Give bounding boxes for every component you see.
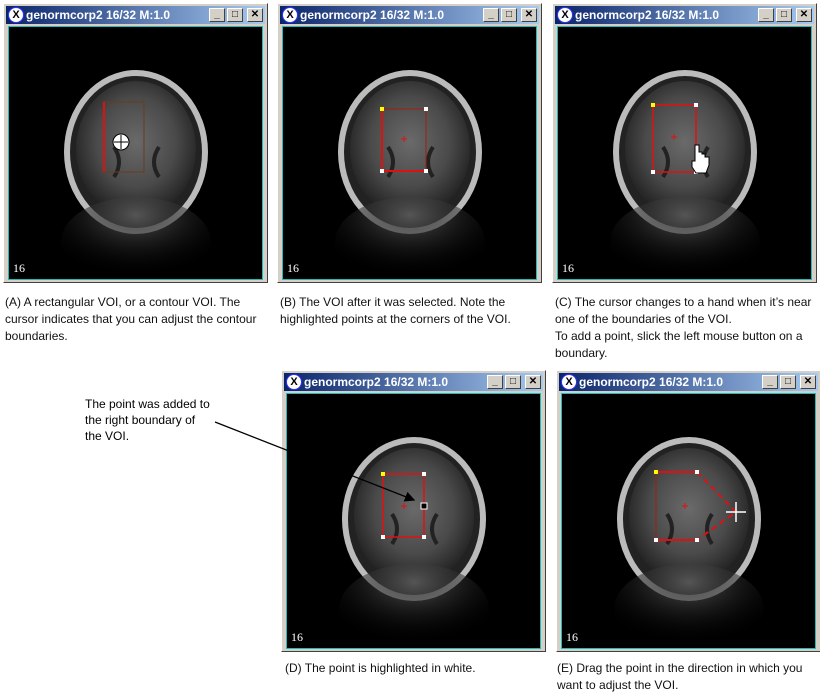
app-icon: X (286, 374, 302, 390)
app-icon: X (8, 7, 24, 23)
image-canvas[interactable]: 16 (286, 393, 541, 649)
hand-cursor-icon (691, 144, 710, 174)
minimize-button[interactable]: _ (483, 8, 499, 22)
image-canvas[interactable]: 16 (8, 26, 263, 280)
crosshair-cursor-icon (726, 502, 746, 522)
caption-a: (A) A rectangular VOI, or a contour VOI.… (5, 295, 257, 343)
caption-d: (D) The point is highlighted in white. (285, 661, 476, 675)
added-point (420, 502, 428, 510)
close-button[interactable]: ✕ (247, 8, 263, 22)
close-button[interactable]: ✕ (521, 8, 537, 22)
slice-number: 16 (287, 261, 299, 275)
maximize-button[interactable]: □ (505, 375, 521, 389)
annotation-text: The point was added to the right boundar… (85, 397, 210, 443)
minimize-button[interactable]: _ (487, 375, 503, 389)
maximize-button[interactable]: □ (780, 375, 796, 389)
window-title: genormcorp2 16/32 M:1.0 (575, 8, 720, 22)
window-title: genormcorp2 16/32 M:1.0 (300, 8, 445, 22)
app-icon: X (561, 374, 577, 390)
close-button[interactable]: ✕ (525, 375, 541, 389)
slice-number: 16 (291, 630, 303, 644)
window-title: genormcorp2 16/32 M:1.0 (304, 375, 449, 389)
minimize-button[interactable]: _ (762, 375, 778, 389)
close-button[interactable]: ✕ (796, 8, 812, 22)
window-title: genormcorp2 16/32 M:1.0 (579, 375, 724, 389)
move-cursor-icon (112, 133, 130, 151)
slice-number: 16 (566, 630, 578, 644)
caption-c-line2: To add a point, slick the left mouse but… (555, 329, 803, 360)
slice-number: 16 (13, 261, 25, 275)
caption-b: (B) The VOI after it was selected. Note … (280, 295, 511, 326)
image-canvas[interactable]: 16 (282, 26, 537, 280)
image-canvas[interactable]: 16 (561, 393, 816, 649)
minimize-button[interactable]: _ (209, 8, 225, 22)
maximize-button[interactable]: □ (776, 8, 792, 22)
image-canvas[interactable]: 16 (557, 26, 812, 280)
caption-e: (E) Drag the point in the direction in w… (557, 661, 803, 692)
minimize-button[interactable]: _ (758, 8, 774, 22)
voi-rectangle (652, 104, 697, 173)
app-icon: X (557, 7, 573, 23)
maximize-button[interactable]: □ (227, 8, 243, 22)
slice-number: 16 (562, 261, 574, 275)
window-title: genormcorp2 16/32 M:1.0 (26, 8, 171, 22)
caption-c: (C) The cursor changes to a hand when it… (555, 294, 815, 362)
caption-c-line1: (C) The cursor changes to a hand when it… (555, 295, 812, 326)
close-button[interactable]: ✕ (800, 375, 816, 389)
maximize-button[interactable]: □ (501, 8, 517, 22)
app-icon: X (282, 7, 298, 23)
